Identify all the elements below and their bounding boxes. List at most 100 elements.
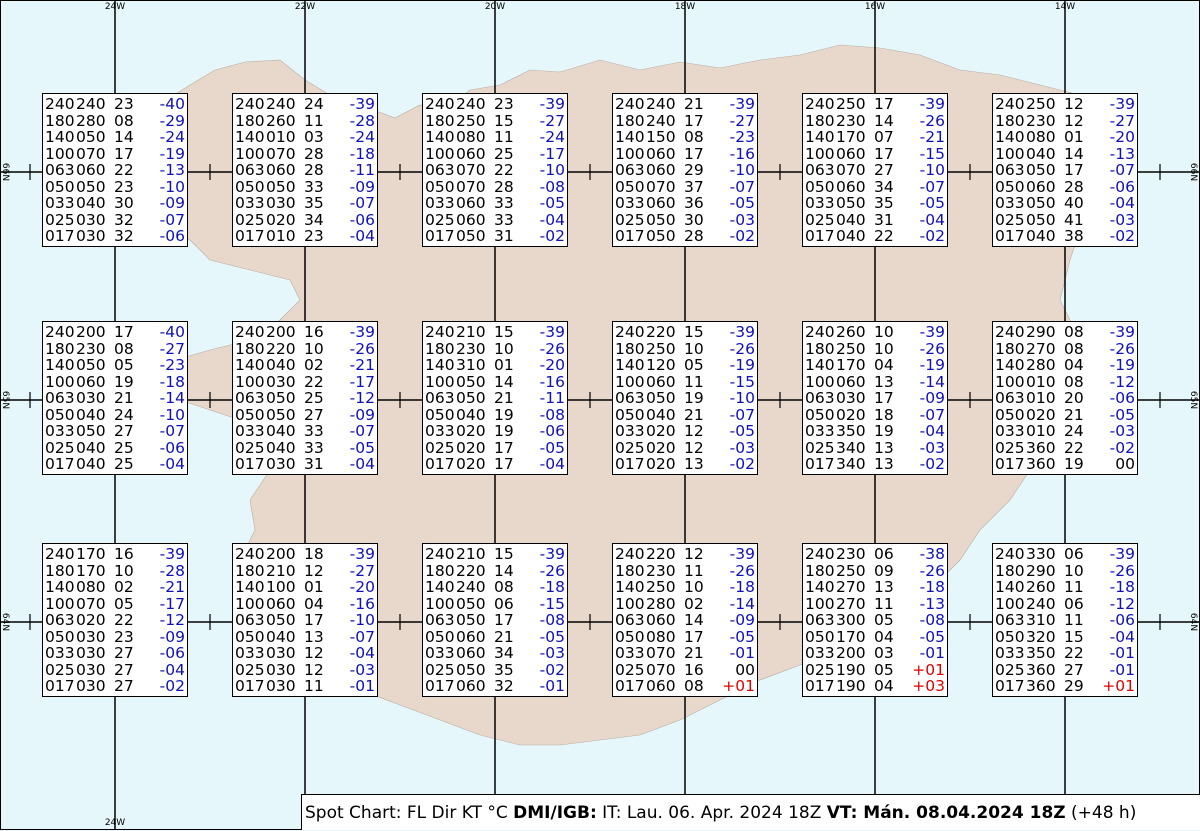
wind-speed: 01	[494, 356, 514, 374]
temperature: -27	[349, 561, 375, 580]
wind-direction: 050	[456, 372, 486, 391]
flight-level: 017	[995, 677, 1025, 695]
wind-direction: 050	[76, 177, 106, 196]
wind-direction: 030	[836, 389, 866, 407]
wind-speed: 13	[874, 438, 894, 457]
wind-direction: 250	[836, 561, 866, 580]
wind-speed: 21	[684, 644, 704, 662]
temperature: -26	[1109, 561, 1135, 580]
wind-speed: 04	[874, 627, 894, 646]
flight-level: 017	[805, 677, 835, 695]
wind-speed: 24	[1064, 422, 1084, 440]
temperature: -21	[919, 128, 945, 146]
flight-level: 033	[235, 194, 265, 212]
wind-direction: 040	[266, 422, 296, 440]
flight-level: 063	[425, 389, 455, 407]
flight-level: 050	[995, 627, 1025, 646]
wind-direction: 250	[836, 95, 866, 113]
wind-speed: 14	[684, 611, 704, 629]
temperature: -18	[159, 372, 185, 391]
flight-level: 033	[615, 422, 645, 440]
wind-direction: 060	[836, 177, 866, 196]
flight-level: 033	[425, 644, 455, 662]
temperature: +01	[722, 677, 755, 695]
flight-level: 100	[615, 372, 645, 391]
wind-speed: 02	[114, 578, 134, 596]
flight-level: 100	[45, 594, 75, 613]
flight-level: 063	[615, 389, 645, 407]
flight-level: 025	[995, 660, 1025, 679]
wind-direction: 170	[76, 561, 106, 580]
wind-direction: 270	[836, 578, 866, 596]
temperature: -39	[729, 323, 755, 341]
temperature: +01	[1102, 677, 1135, 695]
flight-level: 140	[425, 356, 455, 374]
wind-direction: 220	[266, 339, 296, 358]
temperature: -08	[539, 611, 565, 629]
flight-level: 140	[805, 128, 835, 146]
wind-speed: 27	[304, 405, 324, 424]
wind-speed: 13	[874, 455, 894, 473]
flight-level: 033	[425, 194, 455, 212]
wind-speed: 11	[304, 677, 324, 695]
wind-direction: 060	[836, 144, 866, 163]
wind-direction: 260	[266, 111, 296, 130]
flight-level: 063	[235, 161, 265, 179]
temperature: -02	[729, 455, 755, 473]
wind-speed: 08	[684, 677, 704, 695]
flight-level: 140	[995, 578, 1025, 596]
flight-level: 017	[45, 227, 75, 245]
flight-level: 180	[995, 561, 1025, 580]
flight-level: 017	[45, 455, 75, 473]
wind-direction: 250	[456, 111, 486, 130]
temperature: -26	[919, 339, 945, 358]
lon-label-top: 18W	[674, 2, 696, 12]
temperature: -39	[349, 545, 375, 563]
wind-speed: 11	[874, 594, 894, 613]
wind-direction: 330	[1026, 545, 1056, 563]
flight-level: 017	[425, 227, 455, 245]
flight-level: 025	[235, 660, 265, 679]
lon-label-top: 24W	[104, 2, 126, 12]
flight-level: 063	[805, 611, 835, 629]
lat-label-right: 65N	[1188, 390, 1199, 410]
wind-speed: 22	[874, 227, 894, 245]
temperature: -16	[729, 144, 755, 163]
wind-direction: 170	[836, 627, 866, 646]
flight-level: 100	[425, 594, 455, 613]
wind-speed: 16	[684, 660, 704, 679]
flight-level: 180	[805, 561, 835, 580]
flight-level: 050	[425, 627, 455, 646]
wind-speed: 16	[304, 323, 324, 341]
wind-speed: 23	[494, 95, 514, 113]
flight-level: 050	[235, 405, 265, 424]
flight-level: 180	[995, 339, 1025, 358]
temperature: -23	[729, 128, 755, 146]
lat-label-right: 64N	[1188, 612, 1199, 632]
temperature: -27	[159, 339, 185, 358]
wind-direction: 050	[1026, 161, 1056, 179]
wind-speed: 17	[1064, 161, 1084, 179]
flight-level: 140	[235, 578, 265, 596]
flight-level: 240	[45, 95, 75, 113]
